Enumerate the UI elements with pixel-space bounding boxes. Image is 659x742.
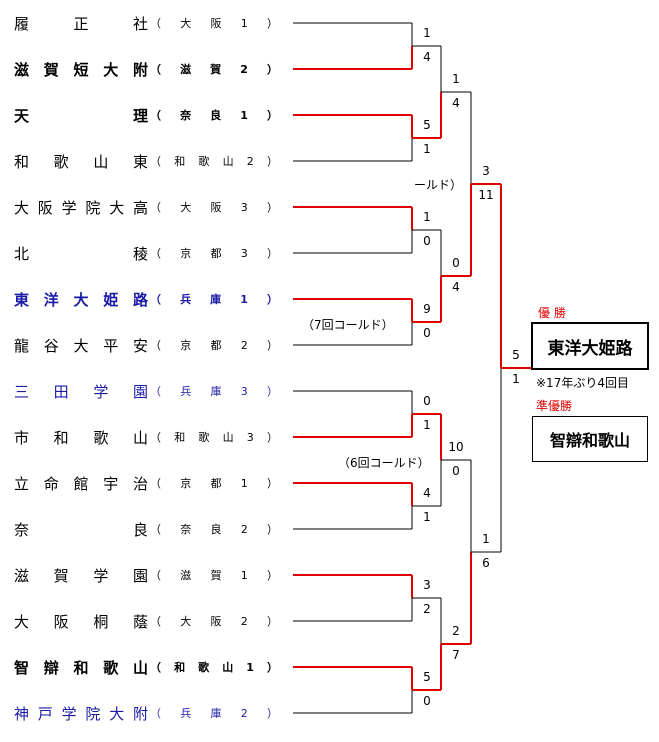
score-label: 1	[512, 372, 520, 386]
score-label: 0	[452, 464, 460, 478]
team-name: 東洋大姫路	[14, 290, 148, 309]
score-label: 4	[423, 50, 431, 64]
score-label: 0	[423, 234, 431, 248]
score-label: 5	[512, 348, 520, 362]
score-label: 10	[448, 440, 464, 454]
score-label: 3	[423, 578, 431, 592]
score-label: 9	[423, 302, 431, 316]
score-label: 11	[478, 188, 494, 202]
score-label: 1	[423, 418, 431, 432]
cold-note-partial: ールド）	[414, 178, 463, 192]
score-label: 4	[452, 280, 460, 294]
score-label: 1	[423, 142, 431, 156]
score-label: 1	[423, 26, 431, 40]
team-name: 三田学園	[14, 382, 148, 401]
score-label: 5	[423, 118, 431, 132]
champion-box: 東洋大姫路	[531, 322, 649, 370]
score-label: 2	[452, 624, 460, 638]
score-label: 3	[482, 164, 490, 178]
score-label: 1	[423, 510, 431, 524]
team-name: 立命館宇治	[14, 474, 148, 493]
team-name: 神戸学院大附	[14, 704, 148, 723]
team-name: 大阪学院大高	[14, 198, 148, 217]
score-label: 5	[423, 670, 431, 684]
team-name: 大阪桐蔭	[14, 612, 148, 631]
team-name: 智辯和歌山	[14, 658, 148, 677]
score-label: 2	[423, 602, 431, 616]
appearance-note: ※17年ぶり4回目	[536, 376, 629, 390]
score-label: 4	[423, 486, 431, 500]
score-label: 6	[482, 556, 490, 570]
score-label: 0	[423, 694, 431, 708]
champion-name: 東洋大姫路	[547, 338, 633, 359]
score-label: 0	[423, 394, 431, 408]
champion-label: 優 勝	[538, 306, 566, 320]
team-name: 龍谷大平安	[14, 336, 148, 355]
runnerup-name: 智辯和歌山	[549, 431, 630, 450]
score-label: 7	[452, 648, 460, 662]
team-name: 滋賀学園	[14, 566, 148, 585]
team-name: 北稜	[14, 244, 148, 263]
score-label: 1	[482, 532, 490, 546]
team-name: 履正社	[14, 14, 148, 33]
team-name: 市和歌山	[14, 428, 148, 447]
score-label: 0	[452, 256, 460, 270]
score-label: 0	[423, 326, 431, 340]
team-name: 天理	[14, 106, 148, 125]
team-name: 和歌山東	[14, 152, 148, 171]
runnerup-label: 準優勝	[536, 399, 573, 413]
team-name: 滋賀短大附	[14, 60, 148, 79]
score-label: 1	[423, 210, 431, 224]
score-label: 1	[452, 72, 460, 86]
cold-note-6: （6回コールド）	[338, 456, 430, 470]
team-name: 奈良	[14, 520, 148, 539]
cold-note-7: （7回コールド）	[302, 318, 394, 332]
score-label: 4	[452, 96, 460, 110]
runnerup-box: 智辯和歌山	[532, 416, 648, 462]
